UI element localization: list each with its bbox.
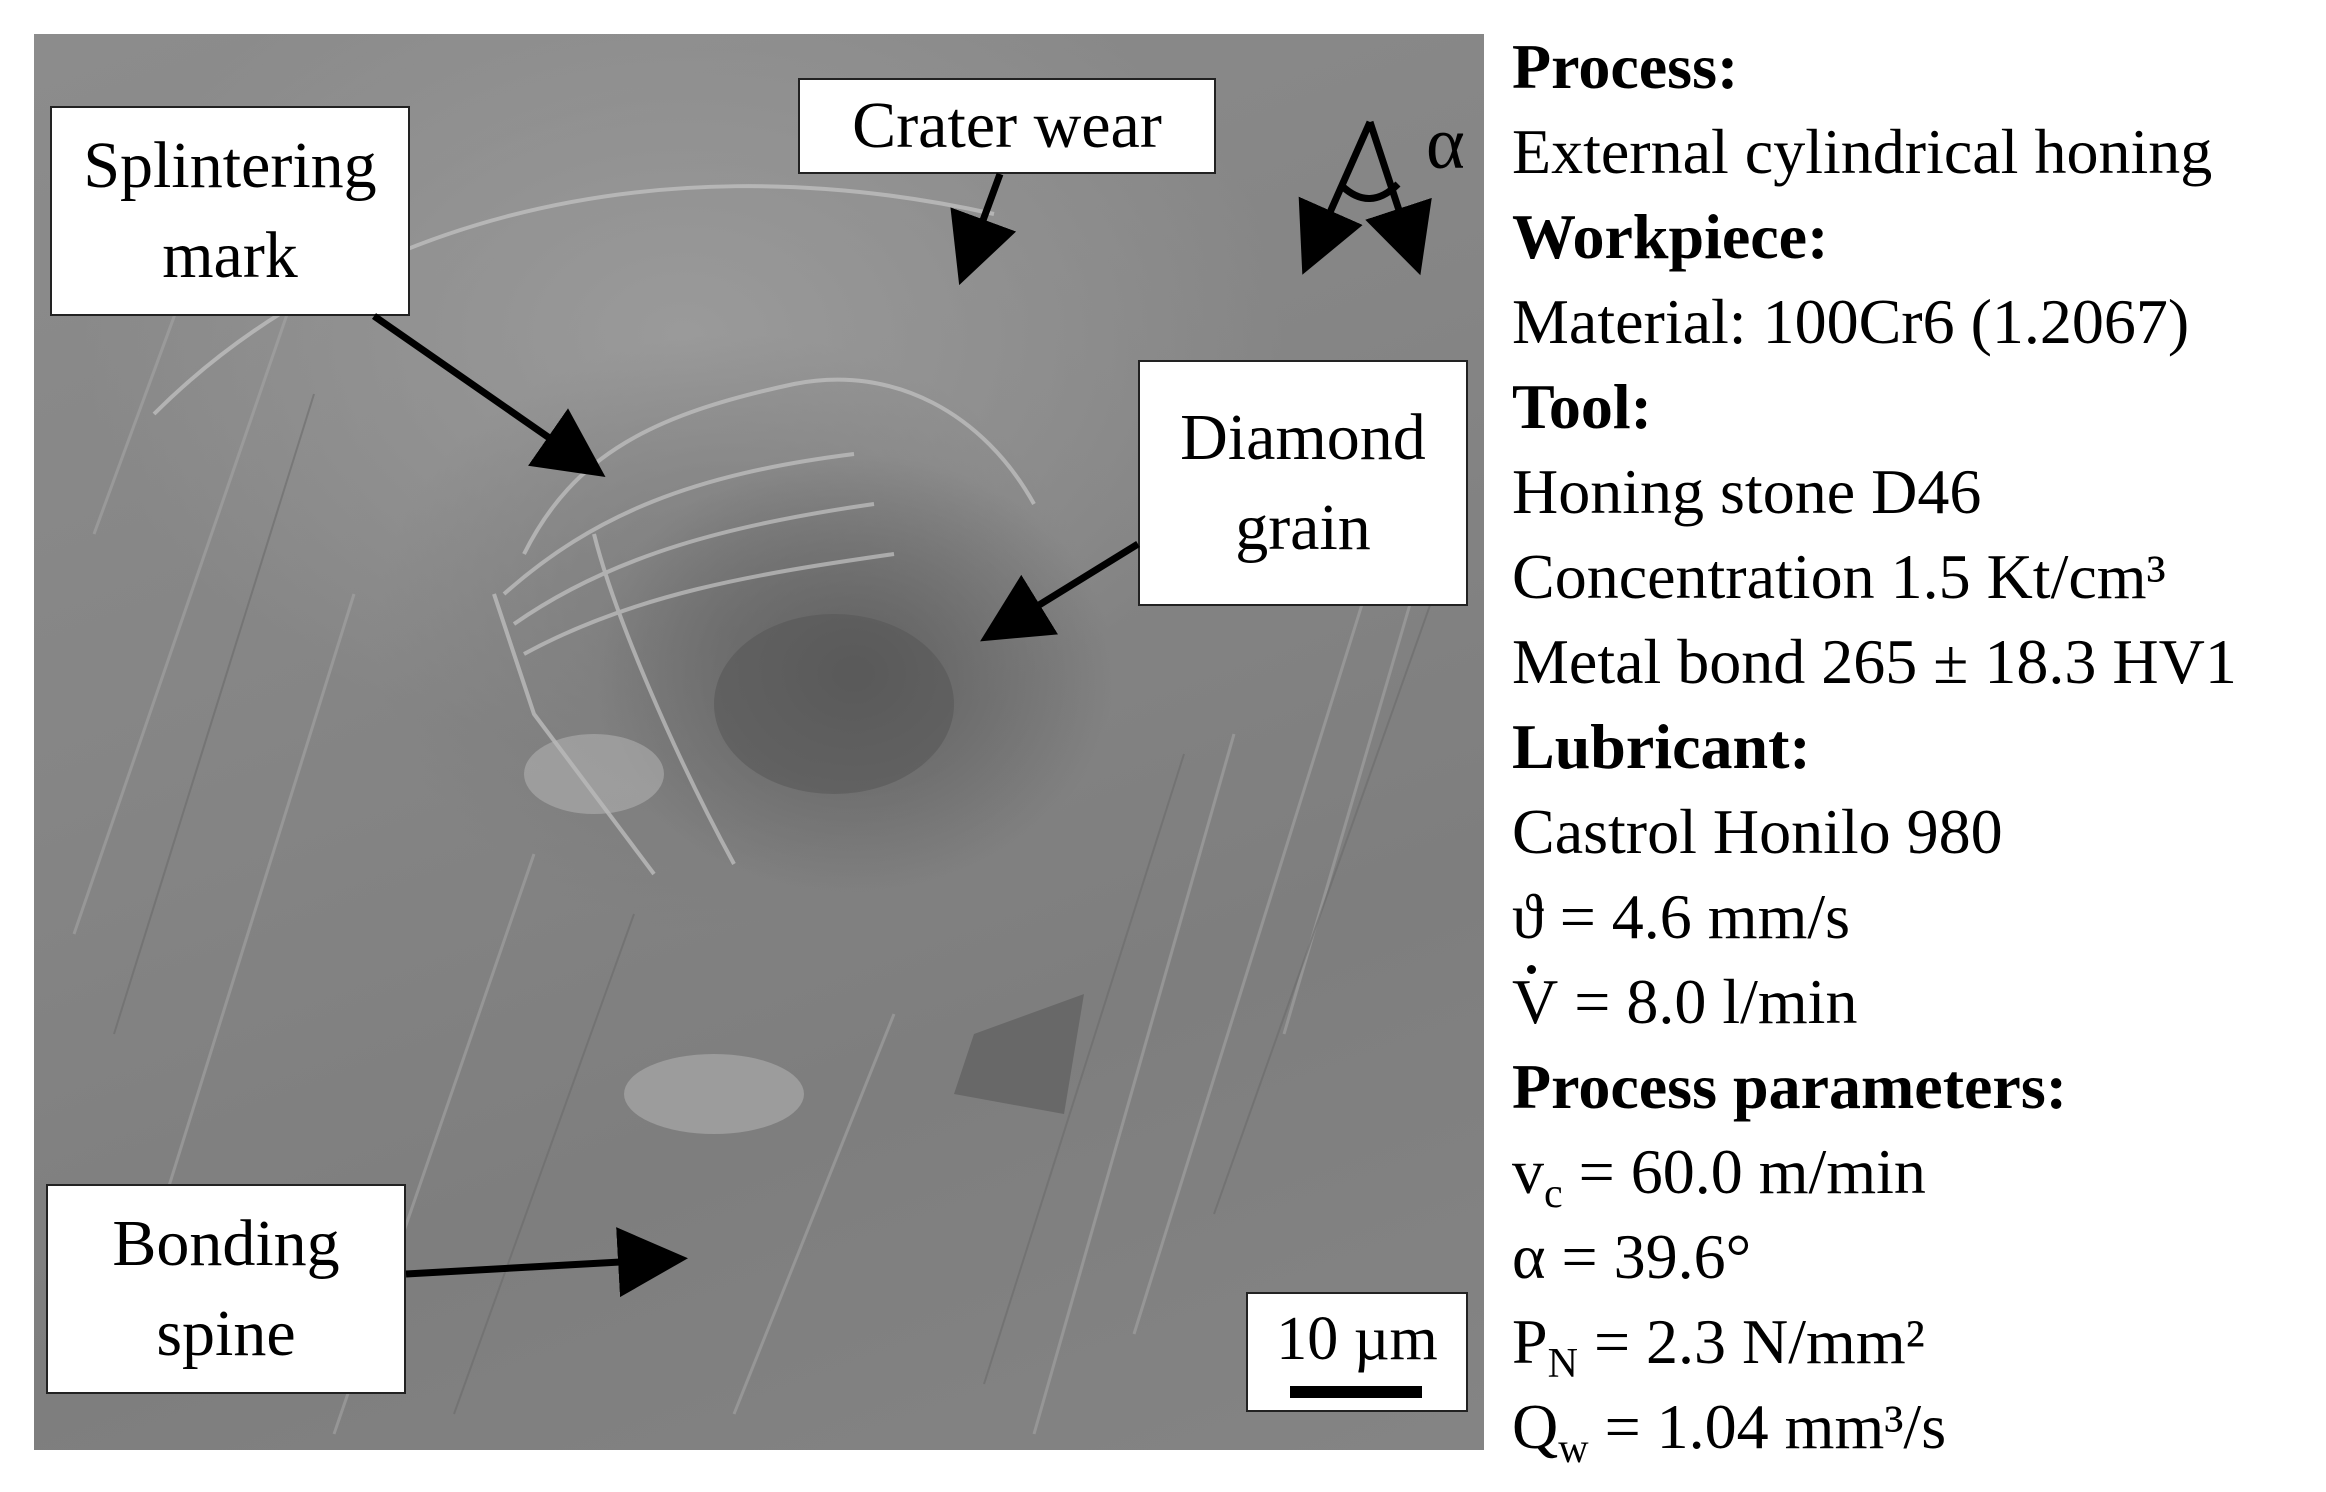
alpha-angle-label: α <box>1426 103 1465 185</box>
material-value: Material: 100Cr6 (1.2067) <box>1512 286 2190 357</box>
tool-stone: Honing stone D46 <box>1512 456 1982 527</box>
qw-symbol: Q <box>1512 1391 1559 1462</box>
sem-micrograph: Splintering mark Crater wear Diamond gra… <box>34 34 1484 1450</box>
lubricant-name: Castrol Honilo 980 <box>1512 796 2003 867</box>
process-header: Process: <box>1512 31 1739 102</box>
label-crater-wear: Crater wear <box>798 78 1216 174</box>
lubricant-header: Lubricant: <box>1512 711 1811 782</box>
workpiece-header: Workpiece: <box>1512 201 1829 272</box>
vc-value: = 60.0 m/min <box>1562 1136 1926 1207</box>
qw-value: = 1.04 mm³/s <box>1588 1391 1947 1462</box>
tool-header: Tool: <box>1512 371 1652 442</box>
vc-subscript: c <box>1544 1171 1563 1217</box>
qw-subscript: w <box>1558 1426 1589 1472</box>
cutting-speed: vc = 60.0 m/min <box>1512 1129 2312 1217</box>
contact-pressure: PN = 2.3 N/mm² <box>1512 1299 2312 1387</box>
pn-symbol: P <box>1512 1306 1548 1377</box>
removal-rate: Qw = 1.04 mm³/s <box>1512 1384 2312 1472</box>
scale-bar-box: 10 µm <box>1246 1292 1468 1412</box>
process-value: External cylindrical honing <box>1512 116 2213 187</box>
surface-texture <box>72 153 1456 1435</box>
label-bonding-spine-text: Bonding spine <box>112 1207 340 1370</box>
label-crater-wear-text: Crater wear <box>852 89 1162 162</box>
label-splintering-mark-text: Splintering mark <box>83 129 377 292</box>
lubricant-temperature: ϑ = 4.6 mm/s <box>1512 881 1851 952</box>
tool-concentration: Concentration 1.5 Kt/cm³ <box>1512 541 2166 612</box>
label-splintering-mark: Splintering mark <box>50 106 410 316</box>
pn-subscript: N <box>1547 1341 1578 1387</box>
tool-bond: Metal bond 265 ± 18.3 HV1 <box>1512 626 2237 697</box>
scale-bar <box>1290 1386 1422 1398</box>
lubricant-flow: V = 8.0 l/min <box>1512 959 2312 1044</box>
label-diamond-grain-text: Diamond grain <box>1180 401 1426 564</box>
vc-symbol: v <box>1512 1136 1544 1207</box>
flow-value: = 8.0 l/min <box>1558 966 1858 1037</box>
alpha-value: α = 39.6° <box>1512 1221 1752 1292</box>
label-diamond-grain: Diamond grain <box>1138 360 1468 606</box>
scale-bar-label: 10 µm <box>1276 1305 1438 1373</box>
process-parameters-header: Process parameters: <box>1512 1051 2068 1122</box>
pn-value: = 2.3 N/mm² <box>1577 1306 1925 1377</box>
process-info-panel: Process: External cylindrical honing Wor… <box>1512 24 2312 1472</box>
flow-symbol: V <box>1512 959 1558 1044</box>
label-bonding-spine: Bonding spine <box>46 1184 406 1394</box>
